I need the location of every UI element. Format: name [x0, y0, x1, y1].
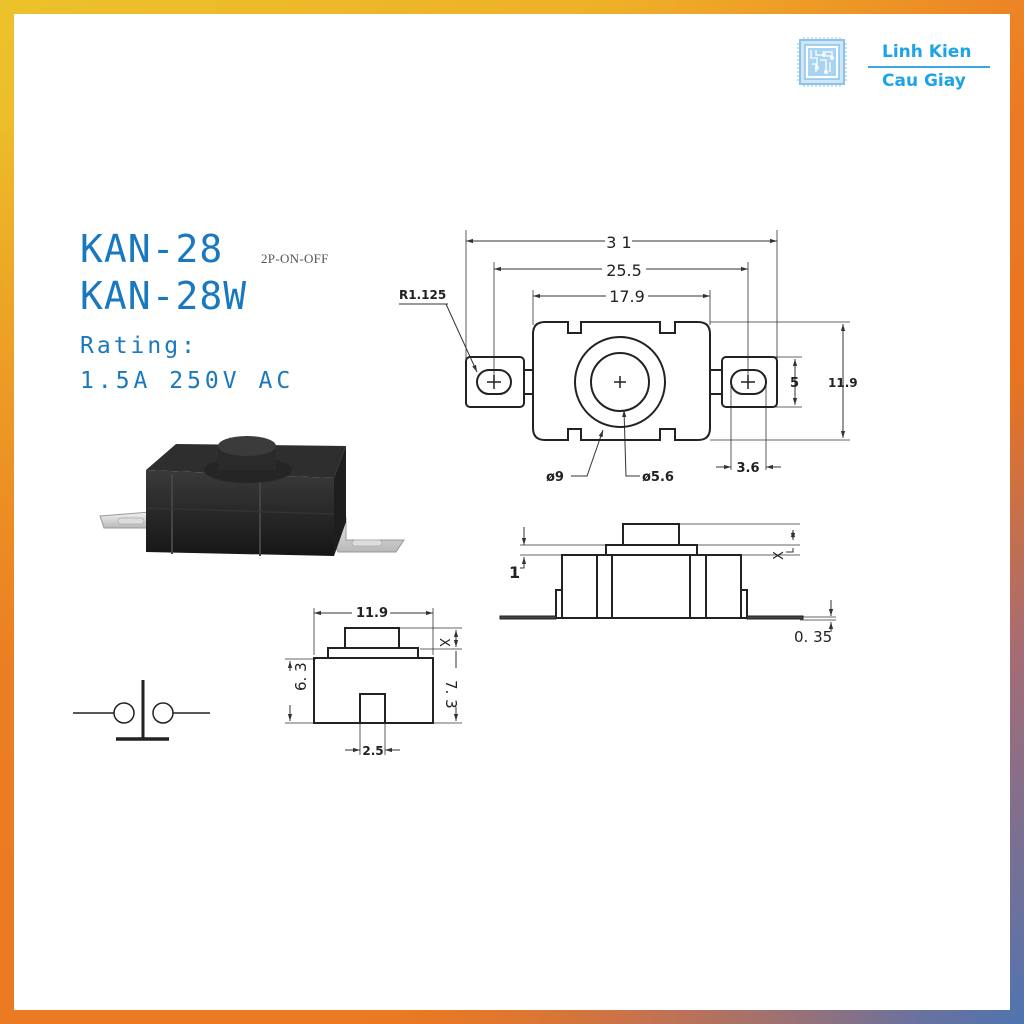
dim-end-body-height: 6. 3	[292, 662, 310, 691]
brand-name-line2: Cau Giay	[882, 71, 966, 91]
rating-value: 1.5A 250V AC	[80, 368, 295, 394]
dim-tab-thickness: 0. 35	[794, 628, 832, 646]
end-view-drawing: 11.9 X 6. 3 7. 3 2.5	[285, 606, 462, 758]
rating-label: Rating:	[80, 333, 198, 359]
dim-outer-diameter: ø9	[546, 470, 564, 485]
dim-corner-radius: R1.125	[399, 288, 446, 302]
brand-logo: Linh Kien Cau Giay	[782, 22, 1002, 102]
model-name-1: KAN-28	[80, 227, 224, 271]
dim-body-width: 17.9	[609, 287, 645, 306]
side-view-drawing: 1 X 0. 35	[499, 523, 836, 646]
model-name-2: KAN-28W	[80, 274, 248, 318]
contact-type-label: 2P-ON-OFF	[261, 251, 329, 266]
dim-button-height: X	[772, 551, 787, 560]
circuit-chip-icon	[797, 37, 847, 87]
dim-end-total-height: 7. 3	[442, 680, 460, 709]
dim-end-button-height: X	[436, 638, 451, 647]
top-view-drawing: 3 1 25.5 17.9 R1.125 5 11.9 3.6 ø9 ø5.6	[399, 230, 858, 485]
brand-divider	[868, 66, 990, 68]
switch-schematic-symbol	[73, 680, 210, 741]
dim-inner-diameter: ø5.6	[642, 470, 674, 485]
dim-end-width: 11.9	[356, 606, 388, 621]
product-photo	[99, 436, 405, 556]
brand-name-line1: Linh Kien	[882, 42, 972, 62]
dim-tab-width: 3.6	[736, 461, 759, 476]
dim-body-height: 11.9	[828, 376, 858, 390]
dim-step-height: 1	[509, 563, 520, 582]
dim-slot-width: 2.5	[362, 744, 383, 758]
dim-pin-pitch: 25.5	[606, 261, 642, 280]
dim-overall-width: 3 1	[606, 233, 631, 252]
product-title-block: KAN-28 KAN-28W	[80, 226, 247, 320]
dim-tab-height: 5	[790, 376, 799, 391]
